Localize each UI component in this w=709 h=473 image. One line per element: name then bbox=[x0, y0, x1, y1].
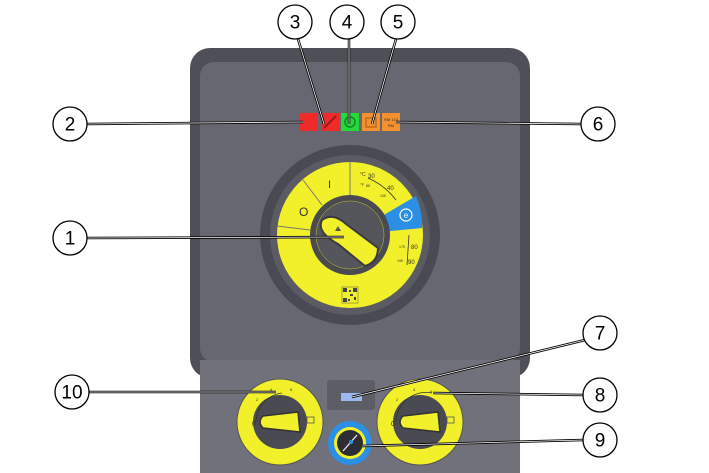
indicator-text-1: RM 110 bbox=[384, 117, 398, 122]
callout-8 bbox=[582, 377, 618, 413]
temp-40: 40 bbox=[387, 186, 394, 192]
callout-1 bbox=[52, 220, 88, 256]
left-scale-0: 0 bbox=[252, 421, 256, 428]
right-knob-handle[interactable] bbox=[399, 411, 441, 433]
callout-label-5: 5 bbox=[393, 13, 404, 34]
temp-30: 30 bbox=[368, 174, 375, 180]
celsius-label: °C bbox=[360, 172, 366, 178]
off-label: O bbox=[299, 205, 308, 219]
qr-code-icon bbox=[341, 286, 359, 304]
callout-6 bbox=[580, 106, 616, 142]
callout-7 bbox=[582, 315, 618, 351]
left-knob-handle[interactable] bbox=[259, 411, 301, 433]
callout-label-6: 6 bbox=[593, 115, 604, 136]
callout-3 bbox=[277, 4, 313, 40]
right-knob[interactable]: 0 2 4 6 bbox=[376, 378, 464, 466]
right-scale-4: 4 bbox=[413, 387, 416, 392]
left-scale-6: 6 bbox=[290, 387, 293, 392]
right-scale-0: 0 bbox=[391, 421, 395, 428]
dial-handle[interactable] bbox=[319, 215, 380, 268]
callout-label-3: 3 bbox=[290, 13, 301, 34]
callout-label-10: 10 bbox=[61, 383, 82, 404]
left-scale-2: 2 bbox=[256, 397, 259, 402]
callout-4 bbox=[329, 4, 365, 40]
left-knob-detergent-icon bbox=[306, 416, 315, 424]
callout-10 bbox=[54, 374, 90, 410]
pressure-gauge bbox=[328, 421, 372, 465]
callout-label-8: 8 bbox=[595, 386, 606, 407]
on-label: I bbox=[328, 179, 331, 191]
right-scale-2: 2 bbox=[396, 397, 399, 402]
temp-85f: 85 bbox=[366, 184, 370, 188]
fahrenheit-label: °F bbox=[360, 182, 365, 187]
callout-2 bbox=[52, 106, 88, 142]
main-selector-dial[interactable]: O I °C °F 30 40 85 105 80 90 175 195 e bbox=[260, 145, 440, 325]
temp-105f: 105 bbox=[380, 194, 386, 198]
temp-195f: 195 bbox=[397, 259, 403, 263]
callout-label-7: 7 bbox=[595, 324, 606, 345]
callout-label-9: 9 bbox=[595, 431, 606, 452]
callout-5 bbox=[380, 4, 416, 40]
error-indicator bbox=[300, 113, 318, 131]
service-wrench-indicator bbox=[321, 113, 339, 131]
callout-label-4: 4 bbox=[342, 13, 353, 34]
temp-80: 80 bbox=[411, 245, 418, 251]
eco-icon bbox=[399, 208, 413, 222]
eco-label: e bbox=[404, 211, 409, 220]
callout-label-1: 1 bbox=[65, 229, 76, 250]
temp-175f: 175 bbox=[399, 245, 405, 249]
callout-label-2: 2 bbox=[65, 115, 76, 136]
temp-90: 90 bbox=[408, 260, 415, 266]
right-scale-6: 6 bbox=[430, 389, 433, 394]
callout-9 bbox=[582, 422, 618, 458]
detergent-indicator bbox=[362, 113, 380, 131]
left-scale-4: 4 bbox=[270, 387, 273, 392]
antiscale-indicator: RM 110 RM bbox=[382, 113, 400, 131]
right-knob-detergent-icon bbox=[446, 416, 455, 424]
indicator-text-2: RM bbox=[388, 123, 394, 128]
display-screen bbox=[341, 393, 362, 401]
left-knob[interactable]: 0 2 4 6 bbox=[236, 378, 324, 466]
